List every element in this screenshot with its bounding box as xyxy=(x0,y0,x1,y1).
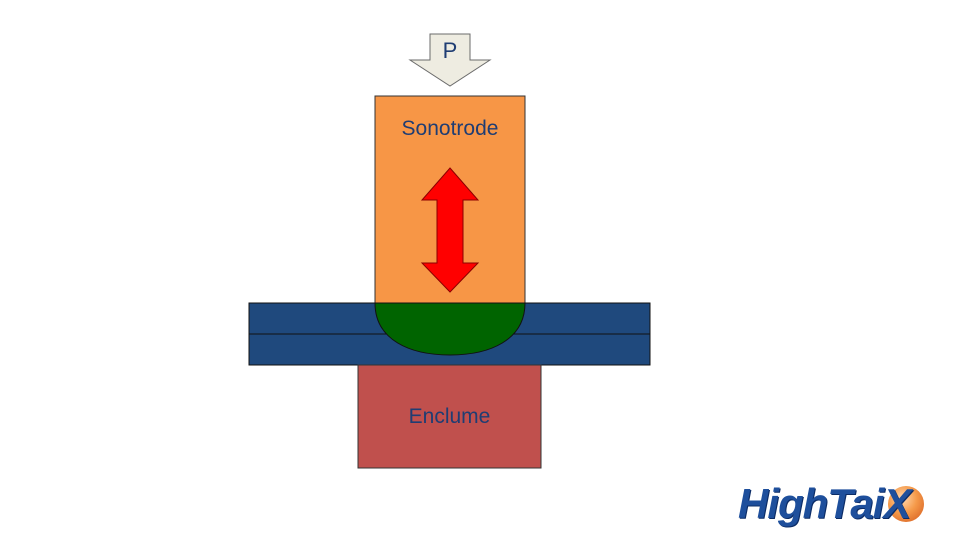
weld-zone xyxy=(374,302,526,356)
brand-logo: HighTaiX xyxy=(738,480,911,527)
vibration-arrow-icon xyxy=(420,167,480,293)
pressure-arrow xyxy=(408,33,492,87)
logo-ball-icon xyxy=(888,486,924,522)
pressure-label: P xyxy=(442,38,458,63)
anvil-label: Enclume xyxy=(408,405,491,428)
anvil xyxy=(357,364,542,469)
sonotrode-label: Sonotrode xyxy=(401,117,499,140)
